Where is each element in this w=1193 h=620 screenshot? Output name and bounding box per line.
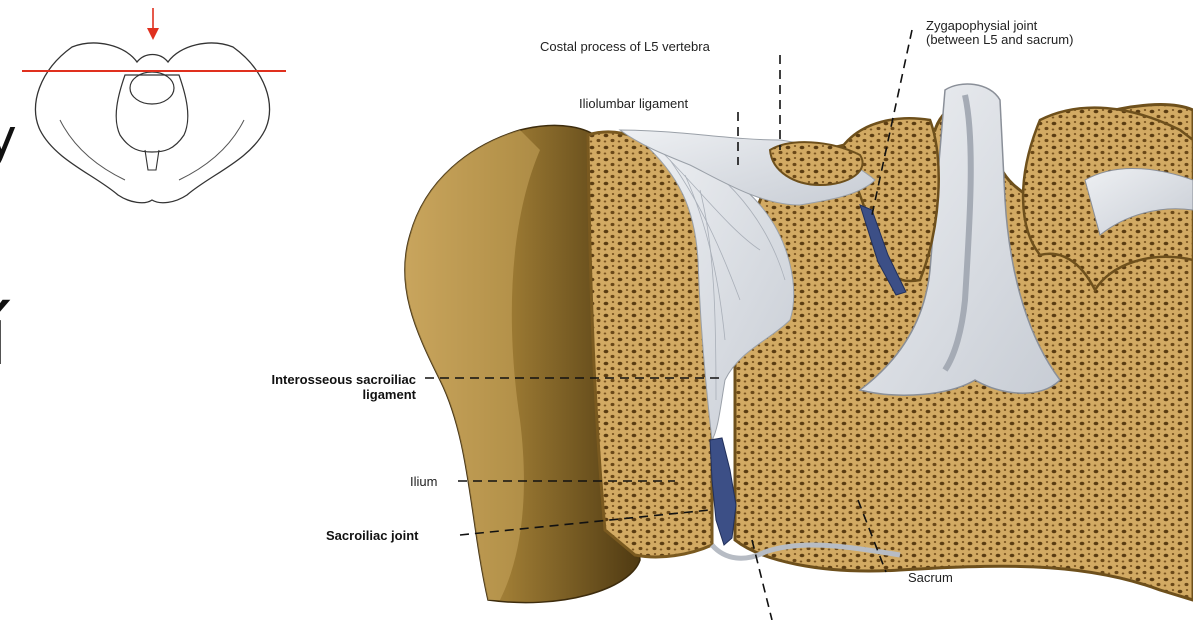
orientation-inset bbox=[22, 8, 286, 203]
label-interosseous-line1: Interosseous sacroiliac bbox=[208, 372, 416, 387]
label-costal-process: Costal process of L5 vertebra bbox=[540, 39, 710, 54]
sacroiliac-joint-space bbox=[710, 438, 736, 545]
label-zygapophysial-line2: (between L5 and sacrum) bbox=[926, 32, 1073, 47]
label-sacrum: Sacrum bbox=[908, 570, 953, 585]
edge-glyph-upper: y bbox=[0, 108, 17, 168]
label-zygapophysial-joint: Zygapophysial joint (between L5 and sacr… bbox=[926, 18, 1073, 47]
inset-vertebra bbox=[130, 72, 174, 104]
inset-view-arrow-head bbox=[147, 28, 159, 40]
label-zygapophysial-line1: Zygapophysial joint bbox=[926, 18, 1073, 33]
label-sacroiliac-joint: Sacroiliac joint bbox=[326, 528, 418, 543]
label-iliolumbar-ligament: Iliolumbar ligament bbox=[579, 96, 688, 111]
label-ilium: Ilium bbox=[410, 474, 437, 489]
label-interosseous-line2: ligament bbox=[208, 387, 416, 402]
inset-coccyx bbox=[145, 150, 159, 170]
inset-pelvis-outline bbox=[35, 43, 269, 203]
edge-glyph-lower: í bbox=[0, 290, 8, 383]
label-interosseous-ligament: Interosseous sacroiliac ligament bbox=[208, 372, 416, 402]
inset-sacrum-outline bbox=[116, 75, 188, 152]
